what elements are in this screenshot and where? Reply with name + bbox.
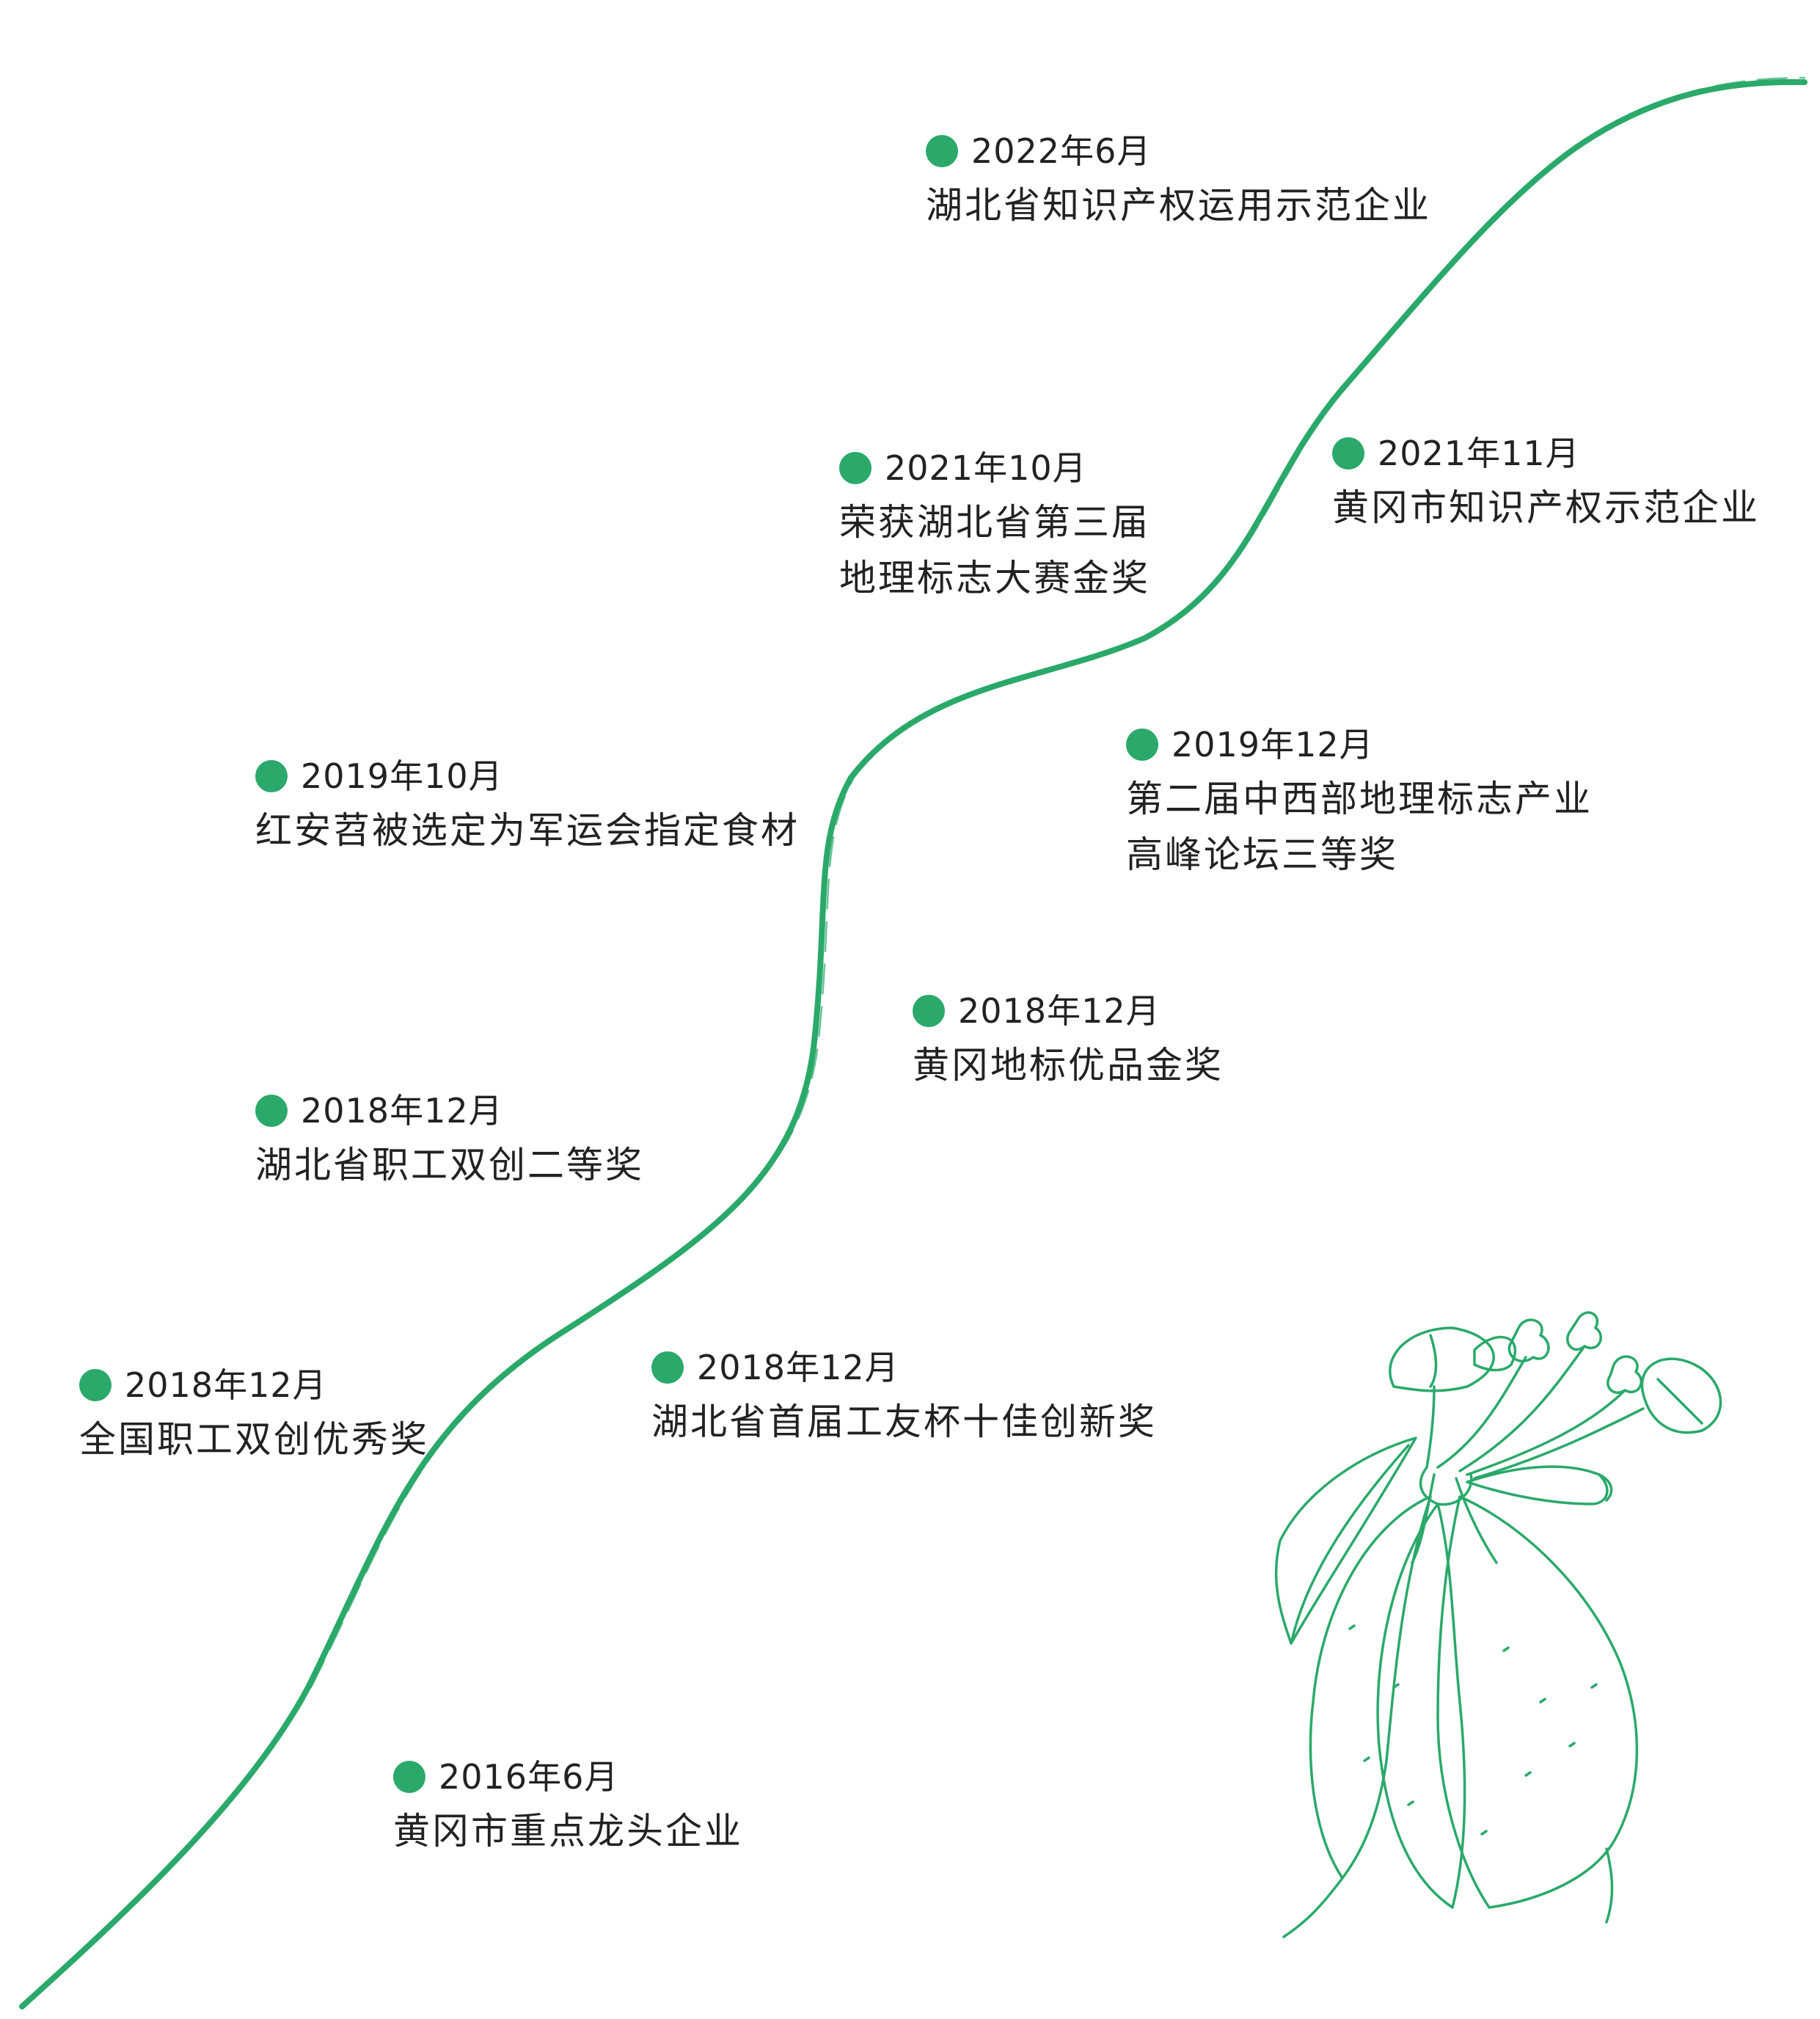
- timeline-dot-icon: [651, 1351, 684, 1384]
- timeline-dot-icon: [913, 995, 945, 1027]
- milestone-2021-11: 2021年11月 黄冈市知识产权示范企业: [1332, 428, 1760, 536]
- timeline-curve-path: [19, 79, 1808, 2009]
- timeline-dot-icon: [1126, 729, 1158, 761]
- milestone-2018-12-c: 2018年12月 湖北省首届工友杯十佳创新奖: [651, 1343, 1157, 1450]
- timeline-dot-icon: [79, 1369, 112, 1401]
- milestone-text: 湖北省职工双创二等奖: [255, 1144, 644, 1186]
- milestone-2019-12: 2019年12月 第二届中西部地理标志产业 高峰论坛三等奖: [1126, 720, 1593, 883]
- milestone-date: 2018年12月: [125, 1365, 327, 1405]
- milestone-2018-12-b: 2018年12月 湖北省职工双创二等奖: [255, 1086, 644, 1193]
- milestone-date: 2022年6月: [971, 131, 1152, 171]
- milestone-text: 黄冈地标优品金奖: [913, 1044, 1224, 1087]
- milestone-text: 地理标志大赛金奖: [839, 557, 1150, 599]
- milestone-date: 2021年10月: [885, 448, 1087, 488]
- milestone-text: 湖北省首届工友杯十佳创新奖: [651, 1401, 1157, 1443]
- milestone-2019-10: 2019年10月 红安苕被选定为军运会指定食材: [255, 751, 800, 858]
- milestone-text: 第二届中西部地理标志产业: [1126, 778, 1593, 820]
- milestone-text: 红安苕被选定为军运会指定食材: [255, 809, 800, 852]
- milestone-date: 2021年11月: [1378, 434, 1580, 473]
- milestone-text: 荣获湖北省第三届: [839, 501, 1150, 544]
- milestone-text: 湖北省知识产权运用示范企业: [926, 184, 1431, 227]
- timeline-dot-icon: [255, 760, 288, 792]
- milestone-text: 全国职工双创优秀奖: [79, 1418, 429, 1461]
- milestone-text: 黄冈市知识产权示范企业: [1332, 486, 1760, 529]
- milestone-2018-12-a: 2018年12月 黄冈地标优品金奖: [913, 986, 1224, 1093]
- milestone-date: 2019年10月: [301, 756, 503, 796]
- milestone-2021-10: 2021年10月 荣获湖北省第三届 地理标志大赛金奖: [839, 443, 1150, 606]
- milestone-date: 2018年12月: [958, 991, 1161, 1031]
- timeline-dot-icon: [393, 1761, 425, 1793]
- milestone-date: 2016年6月: [439, 1757, 619, 1797]
- timeline-dot-icon: [1332, 437, 1364, 470]
- milestone-2016-06: 2016年6月 黄冈市重点龙头企业: [393, 1752, 743, 1859]
- milestone-2018-12-d: 2018年12月 全国职工双创优秀奖: [79, 1360, 429, 1467]
- timeline-dot-icon: [839, 452, 871, 484]
- milestone-text: 黄冈市重点龙头企业: [393, 1810, 743, 1852]
- timeline-dot-icon: [255, 1095, 288, 1127]
- milestone-date: 2018年12月: [301, 1091, 503, 1131]
- milestone-date: 2019年12月: [1172, 725, 1374, 764]
- timeline-dot-icon: [926, 135, 958, 167]
- milestone-date: 2018年12月: [697, 1348, 899, 1387]
- milestone-2022-06: 2022年6月 湖北省知识产权运用示范企业: [926, 126, 1431, 233]
- milestone-text: 高峰论坛三等奖: [1126, 833, 1398, 876]
